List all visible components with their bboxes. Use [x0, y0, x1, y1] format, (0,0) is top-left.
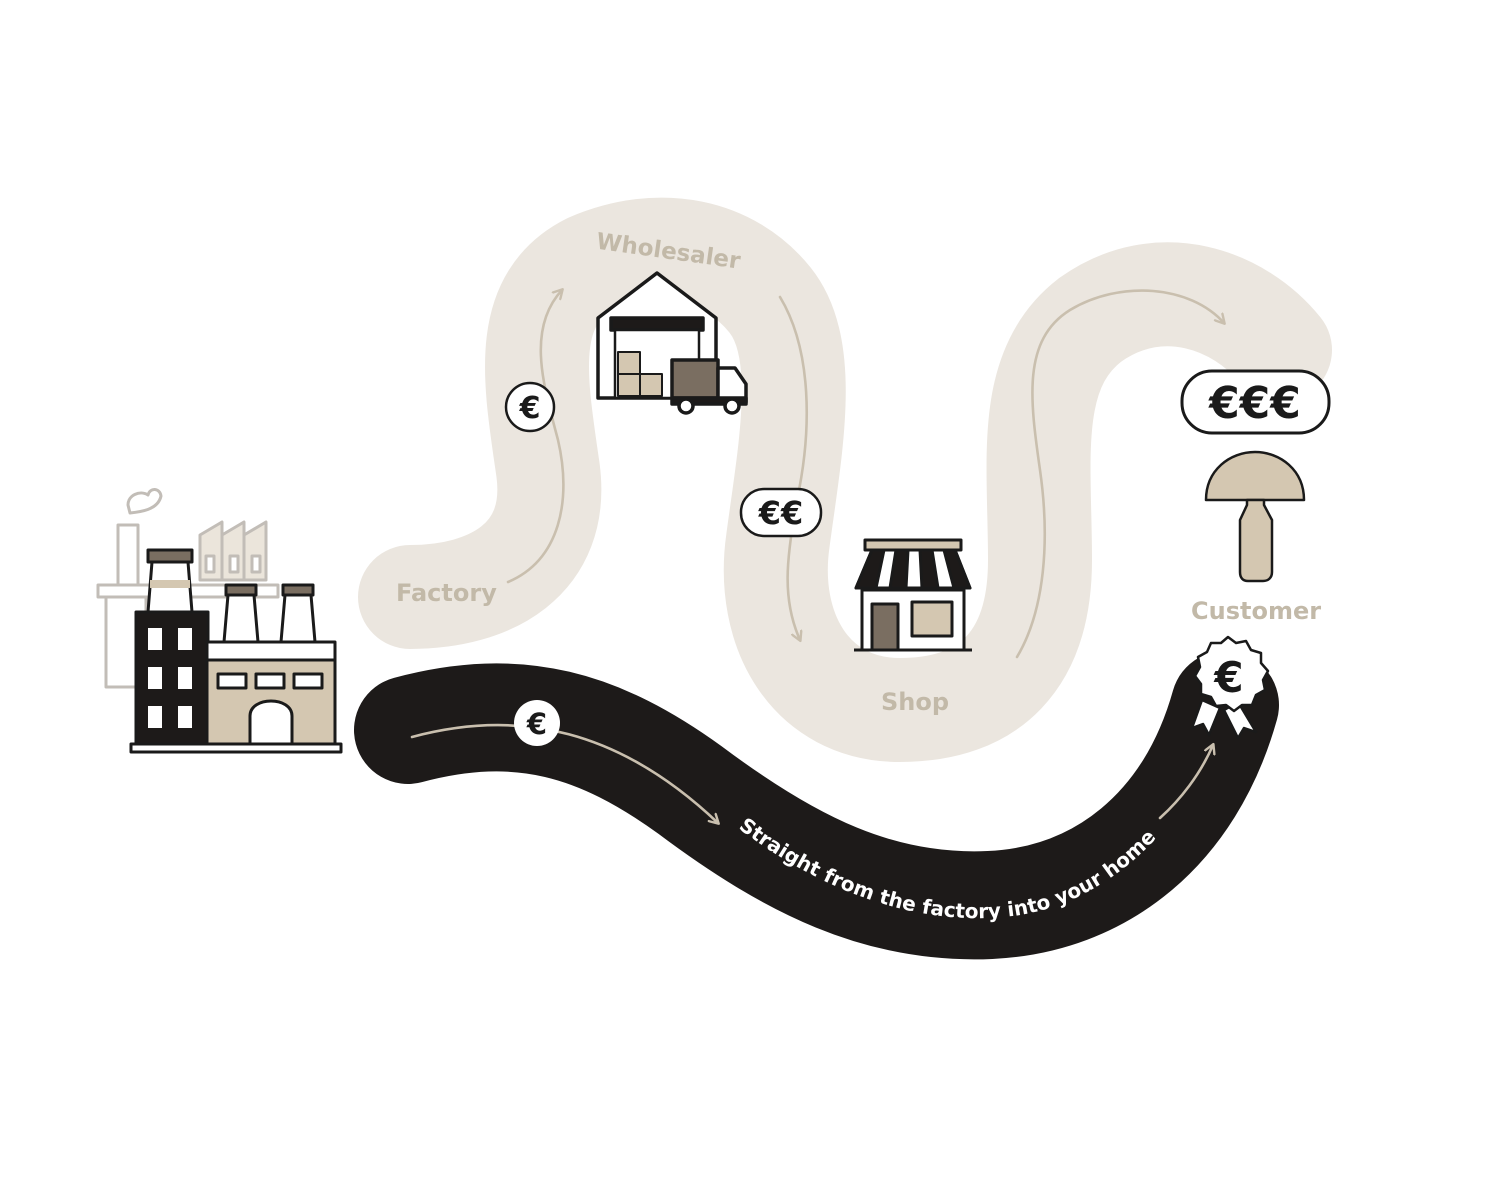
factory-icon: [96, 488, 343, 754]
euro-rosette-badge-icon: €: [1190, 635, 1270, 740]
svg-text:€: €: [519, 391, 541, 426]
price-badge-one-euro: €: [504, 381, 556, 433]
price-badge-two-euro: €€: [739, 487, 823, 538]
route-arrow-factory-wholesaler: [506, 290, 565, 584]
direct-route-path: [354, 651, 1279, 960]
retail-route-path: [358, 197, 1332, 762]
label-shop: Shop: [881, 688, 949, 716]
shop-icon: [854, 538, 972, 652]
route-arrow-shop-customer: [1015, 289, 1224, 659]
direct-route-arrow-2: [1158, 745, 1213, 820]
direct-route-arrow-1: [410, 723, 718, 823]
svg-text:€€: €€: [758, 494, 804, 532]
svg-text:€: €: [526, 707, 547, 741]
price-badge-three-euro: €€€: [1180, 369, 1331, 435]
label-customer: Customer: [1191, 597, 1321, 625]
label-factory: Factory: [396, 579, 497, 607]
customer-lamp-icon: [1204, 450, 1306, 583]
price-badge-direct-euro: €: [514, 700, 560, 746]
svg-text:€: €: [1213, 653, 1243, 702]
warehouse-truck-icon: [596, 271, 748, 415]
svg-text:€€€: €€€: [1208, 378, 1301, 429]
